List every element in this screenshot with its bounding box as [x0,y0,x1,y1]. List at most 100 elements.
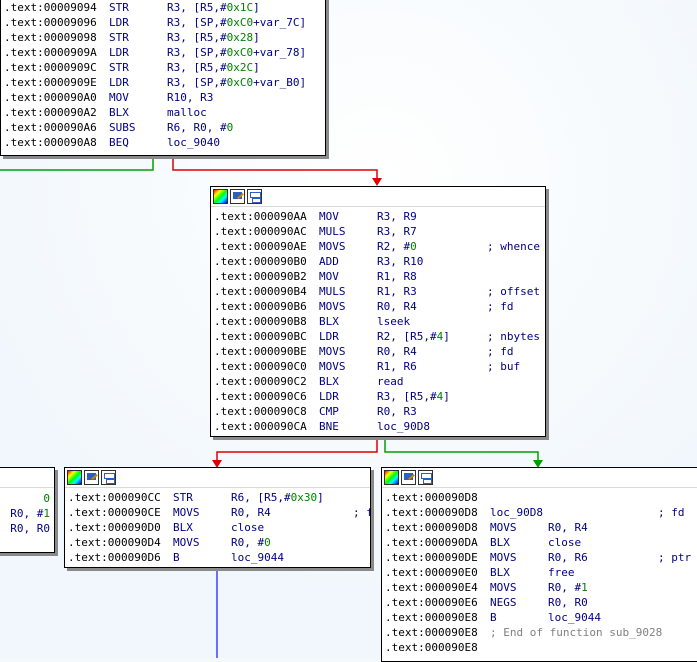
graph-icon[interactable] [418,470,433,485]
line-operands[interactable]: read [377,375,404,388]
line-operands[interactable]: R0, R3 [377,405,417,418]
line-operands[interactable]: R6, R0, #0 [167,121,234,134]
line-operands[interactable]: R0, R4 [377,345,417,358]
line-operands[interactable]: malloc [167,106,207,119]
line-operands[interactable]: R3, R7 [377,225,417,238]
line-operands[interactable]: R0, R6 [548,551,588,564]
line-operands[interactable]: R10, R3 [167,91,214,104]
line-operands[interactable]: loc_9040 [167,136,220,149]
line-operands[interactable]: R6, [R5,#0x30] [231,491,324,504]
line-mnemonic: BLX [173,521,193,534]
line-operands[interactable]: R0, R0 [548,596,588,609]
line-operands[interactable]: loc_9044 [548,611,601,624]
code-line-partial[interactable]: R0, #1 [0,506,54,521]
code-line[interactable]: .text:000090E8; End of function sub_9028 [385,625,697,640]
line-operands[interactable]: R3, R10 [377,255,424,268]
line-operands[interactable]: R3, R9 [377,210,417,223]
line-operands[interactable]: free [548,566,575,579]
line-operands[interactable]: close [548,536,582,549]
line-operands[interactable]: lseek [377,315,411,328]
line-operands[interactable]: R0, R4 [377,300,417,313]
code-line[interactable]: .text:000090D8 [385,490,697,505]
code-line[interactable]: .text:000090E8 [385,640,697,655]
block-header [211,187,545,207]
line-operands[interactable]: R3, [SP,#0xC0+var_B0] [167,76,307,89]
line-operands[interactable]: R3, [R5,#0x28] [167,31,260,44]
line-operands[interactable]: R0, #1 [548,581,588,594]
code-line-partial[interactable]: 0 [0,491,54,506]
code-line-partial[interactable]: R0, R0 [0,521,54,536]
line-operands[interactable]: R0, #0 [231,536,271,549]
color-icon[interactable] [67,470,82,485]
line-operands[interactable]: R1, R6 [377,360,417,373]
line-operands[interactable]: R2, #0 [377,240,417,253]
line-operands[interactable]: R1, R8 [377,270,417,283]
line-operands[interactable]: close [231,521,265,534]
line-operands[interactable]: loc_9044 [231,551,284,564]
line-mnemonic: MOVS [490,581,517,594]
line-mnemonic: MULS [319,285,346,298]
rename-icon[interactable] [84,470,99,485]
line-operands[interactable]: R2, [R5,#4] [377,330,450,343]
rename-icon[interactable] [230,189,245,204]
line-operands[interactable]: R0, R4 [231,506,271,519]
line-operands[interactable]: loc_90D8 [377,420,430,433]
line-operands[interactable]: R3, [SP,#0xC0+var_7C] [167,16,307,29]
graph-icon[interactable] [247,189,262,204]
line-operands[interactable]: R3, [R5,#4] [377,390,450,403]
line-operands[interactable]: R1, R3 [377,285,417,298]
rename-icon[interactable] [401,470,416,485]
line-operands[interactable]: R3, [R5,#0x1C] [167,1,260,14]
line-operands[interactable]: R0, R4 [548,521,588,534]
color-icon[interactable] [384,470,399,485]
line-operands[interactable]: R3, [SP,#0xC0+var_78] [167,46,307,59]
line-operands[interactable]: R3, [R5,#0x2C] [167,61,260,74]
graph-icon[interactable] [101,470,116,485]
color-icon[interactable] [213,189,228,204]
